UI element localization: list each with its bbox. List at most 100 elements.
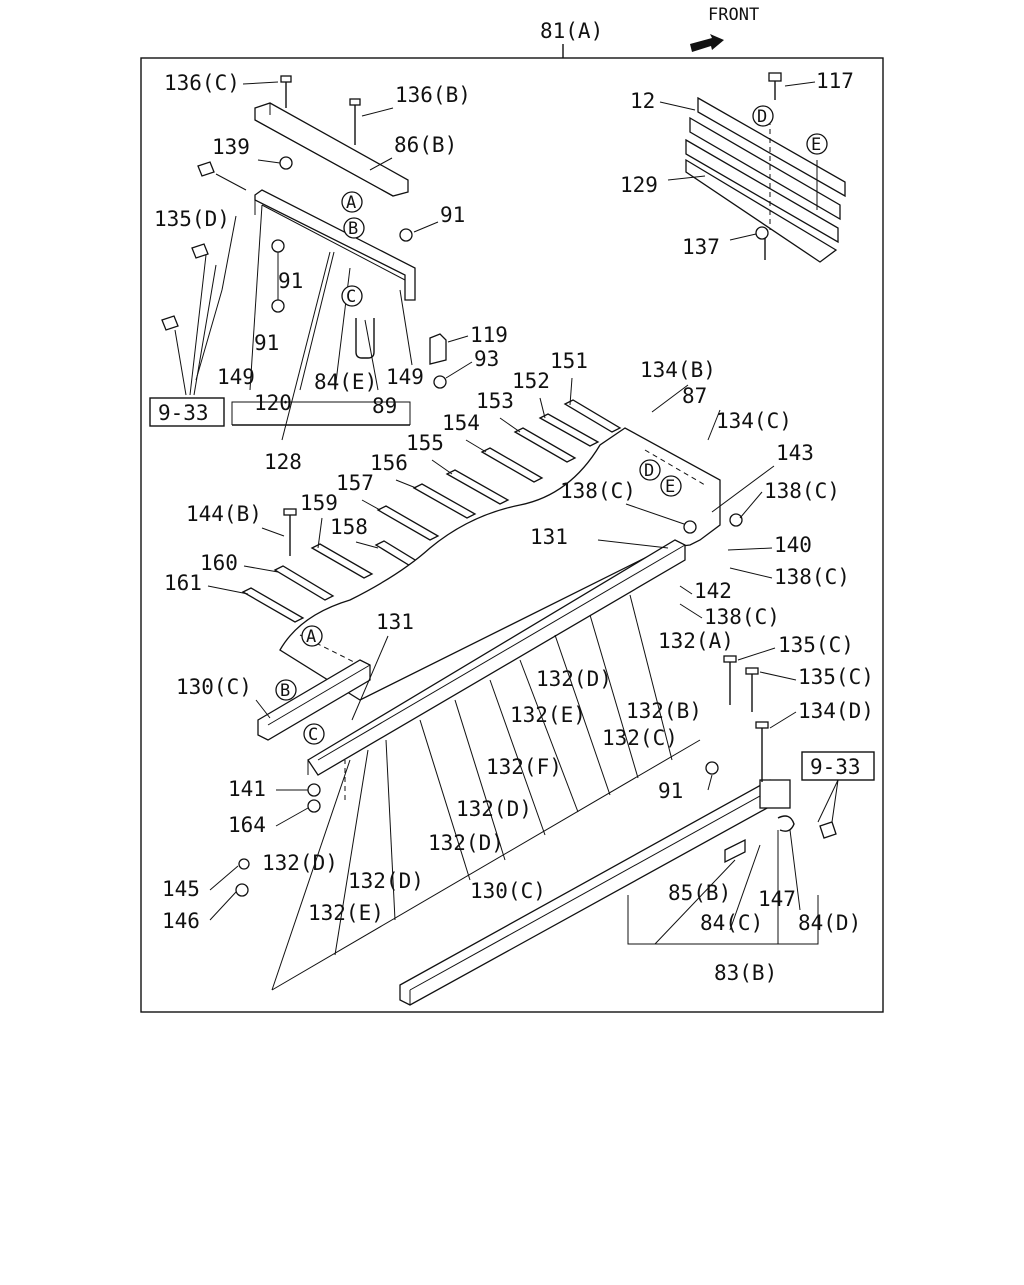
callout: 132(E) [510, 703, 586, 727]
callout: 84(D) [798, 911, 861, 935]
callout: 134(B) [640, 358, 716, 382]
callout: 135(C) [798, 665, 874, 689]
callout: 91 [440, 203, 465, 227]
callout: 142 [694, 579, 732, 603]
callout: 159 [300, 491, 338, 515]
callout: 138(C) [704, 605, 780, 629]
upper-left-bracket-group [161, 75, 447, 441]
right-bolts [235, 508, 837, 897]
callout: 138(C) [774, 565, 850, 589]
svg-text:E: E [665, 477, 675, 497]
callout: 117 [816, 69, 854, 93]
callout: 157 [336, 471, 374, 495]
callout: 160 [200, 551, 238, 575]
callout: 136(B) [395, 83, 471, 107]
callout: 131 [376, 610, 414, 634]
part-callouts: 136(C) 136(B) 86(B) 139 135(D) 91 91 91 … [154, 69, 874, 985]
callout: 155 [406, 431, 444, 455]
fan-leaders [271, 594, 819, 991]
callout: 137 [682, 235, 720, 259]
callout: 84(C) [700, 911, 763, 935]
callout: 156 [370, 451, 408, 475]
marker-e-bottom [660, 475, 682, 497]
callout: 143 [776, 441, 814, 465]
callout: 91 [658, 779, 683, 803]
callout: 164 [228, 813, 266, 837]
marker-a-top [341, 191, 363, 213]
callout: 84(E) [314, 370, 377, 394]
svg-text:E: E [811, 135, 821, 155]
callout: 132(D) [428, 831, 504, 855]
callout: 140 [774, 533, 812, 557]
callout: 132(E) [308, 901, 384, 925]
cross-members [241, 399, 622, 623]
marker-c-top [341, 285, 363, 307]
callout: 149 [217, 365, 255, 389]
callout: 12 [630, 89, 655, 113]
callout: 128 [264, 450, 302, 474]
callout: 146 [162, 909, 200, 933]
center-rail [307, 539, 686, 776]
callout: 91 [278, 269, 303, 293]
callout: 154 [442, 411, 480, 435]
callout: 120 [254, 391, 292, 415]
diagram-frame [140, 57, 884, 1013]
callout: 132(D) [536, 667, 612, 691]
callout: 134(D) [798, 699, 874, 723]
callout: 132(D) [262, 851, 338, 875]
reference-box-left-text: 9-33 [158, 401, 209, 425]
marker-e-top [806, 133, 828, 155]
callout: 130(C) [470, 879, 546, 903]
callout: 85(B) [668, 881, 731, 905]
callout: 129 [620, 173, 658, 197]
callout: 134(C) [716, 409, 792, 433]
callout: 130(C) [176, 675, 252, 699]
reference-box-right-text: 9-33 [810, 755, 861, 779]
front-side-rail [399, 779, 795, 1006]
callout: 152 [512, 369, 550, 393]
svg-text:D: D [644, 461, 654, 481]
upper-right-bracket-group [685, 72, 846, 263]
callout: 91 [254, 331, 279, 355]
label-leaders [207, 81, 816, 921]
svg-text:D: D [757, 107, 767, 127]
callout: 151 [550, 349, 588, 373]
callout: 135(C) [778, 633, 854, 657]
callout: 131 [530, 525, 568, 549]
callout: 136(C) [164, 71, 240, 95]
callout: 139 [212, 135, 250, 159]
callout: 86(B) [394, 133, 457, 157]
callout: 93 [474, 347, 499, 371]
svg-text:B: B [348, 219, 358, 239]
callout: 144(B) [186, 502, 262, 526]
callout: 87 [682, 384, 707, 408]
callout: 135(D) [154, 207, 230, 231]
marker-d-bottom [639, 459, 661, 481]
callout: 141 [228, 777, 266, 801]
callout: 132(A) [658, 629, 734, 653]
callout: 158 [330, 515, 368, 539]
marker-c-bottom [303, 723, 325, 745]
left-rail [257, 659, 371, 741]
callout: 119 [470, 323, 508, 347]
callout: 89 [372, 394, 397, 418]
callout: 132(D) [348, 869, 424, 893]
callout: 138(C) [764, 479, 840, 503]
callout: 132(F) [486, 755, 562, 779]
svg-text:A: A [306, 627, 316, 647]
marker-b-bottom [275, 679, 297, 701]
callout: 149 [386, 365, 424, 389]
callout: 147 [758, 887, 796, 911]
callout: 132(C) [602, 726, 678, 750]
callout: 138(C) [560, 479, 636, 503]
reference-box-left [149, 397, 225, 427]
callout: 153 [476, 389, 514, 413]
front-label: FRONT [708, 5, 759, 25]
letter-markers: A B C D E A B C D E [275, 105, 828, 745]
callout: 145 [162, 877, 200, 901]
callout: 161 [164, 571, 202, 595]
marker-a-bottom [301, 625, 323, 647]
callout: 132(B) [626, 699, 702, 723]
